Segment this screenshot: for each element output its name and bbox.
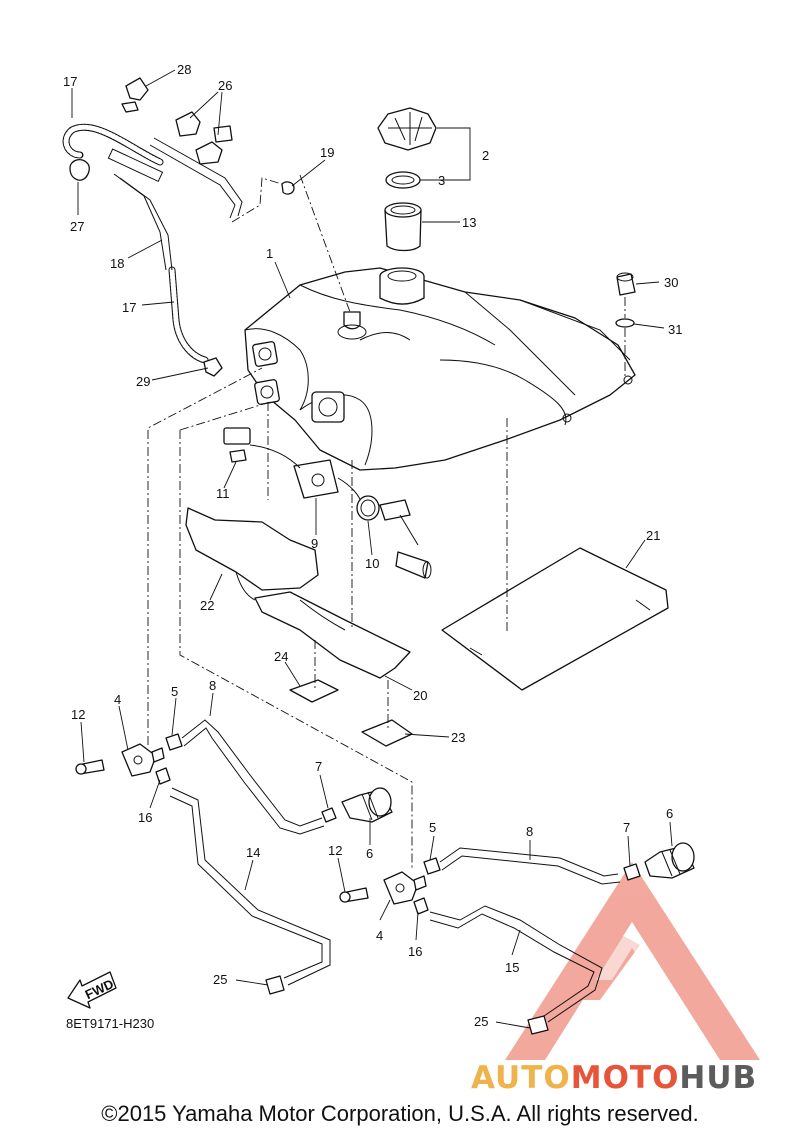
callout-27: 27 <box>70 219 84 234</box>
callout-18: 18 <box>110 256 124 271</box>
vent-hose <box>62 123 286 364</box>
diagram-reference-code: 8ET9171-H230 <box>66 1016 154 1031</box>
heat-protector-20 <box>254 591 411 679</box>
callout-22: 22 <box>200 598 214 613</box>
callout-5-right: 5 <box>429 820 436 835</box>
callout-9: 9 <box>311 536 318 551</box>
callout-12-right: 12 <box>328 843 342 858</box>
callout-20: 20 <box>413 688 427 703</box>
hose-clamps <box>69 77 295 377</box>
fuel-tank <box>244 267 636 471</box>
cap-gasket <box>385 171 421 189</box>
watermark-hub: HUB <box>679 1060 757 1096</box>
callout-numbers: 1 2 3 13 19 28 26 17 27 18 17 29 30 31 1… <box>63 62 682 1029</box>
callout-7-left: 7 <box>315 759 322 774</box>
fuel-cap <box>377 107 437 151</box>
copyright-notice: ©2015 Yamaha Motor Corporation, U.S.A. A… <box>101 1101 699 1126</box>
callout-2: 2 <box>482 148 489 163</box>
fuel-hose-8-right <box>439 847 621 885</box>
callout-3: 3 <box>438 173 445 188</box>
callout-1: 1 <box>266 246 273 261</box>
fuel-sender-unit <box>223 427 432 579</box>
watermark-auto: AUTO <box>471 1060 571 1096</box>
callout-26: 26 <box>218 78 232 93</box>
pump-flange-right <box>311 391 345 423</box>
callout-21: 21 <box>646 528 660 543</box>
fuel-hose-15 <box>429 905 603 1035</box>
svg-text:AUTOMOTOHUB: AUTOMOTOHUB <box>471 1060 757 1096</box>
callout-4-right: 4 <box>376 928 383 943</box>
watermark-moto: MOTO <box>571 1060 680 1096</box>
fuel-filter-right <box>623 842 695 881</box>
fwd-arrow-icon: FWD <box>67 971 117 1009</box>
callout-24: 24 <box>274 649 288 664</box>
collar-and-washer <box>615 272 636 378</box>
callout-6-left: 6 <box>366 846 373 861</box>
fuel-filter-left <box>321 787 393 823</box>
callout-6-right: 6 <box>666 806 673 821</box>
fuel-hose-14 <box>169 787 331 995</box>
tank-guard-21 <box>441 547 669 691</box>
watermark-text: AUTOMOTOHUB <box>471 1060 757 1096</box>
callout-19: 19 <box>320 145 334 160</box>
callout-31: 31 <box>668 322 682 337</box>
callout-16-left: 16 <box>138 810 152 825</box>
callout-10: 10 <box>365 556 379 571</box>
callout-29: 29 <box>136 374 150 389</box>
callout-13: 13 <box>462 215 476 230</box>
fuel-strainer <box>384 202 422 252</box>
callout-7-right: 7 <box>623 820 630 835</box>
callout-23: 23 <box>451 730 465 745</box>
callout-8-right: 8 <box>526 824 533 839</box>
pad-23 <box>361 719 413 747</box>
pad-24 <box>289 679 339 703</box>
callout-8-left: 8 <box>209 678 216 693</box>
callout-14: 14 <box>246 845 260 860</box>
callout-17-bottom: 17 <box>122 300 136 315</box>
callout-11: 11 <box>216 486 230 501</box>
heat-protector-22 <box>185 507 319 601</box>
pump-flange-left <box>252 341 280 405</box>
callout-16-right: 16 <box>408 944 422 959</box>
callout-17-top: 17 <box>63 74 77 89</box>
fuel-cock-right <box>339 857 441 915</box>
callout-4-left: 4 <box>114 692 121 707</box>
callout-30: 30 <box>664 275 678 290</box>
callout-15: 15 <box>505 960 519 975</box>
callout-25-right: 25 <box>474 1014 488 1029</box>
callout-5-left: 5 <box>171 684 178 699</box>
fuel-hose-8-left <box>181 719 325 835</box>
leader-lines <box>71 69 673 1029</box>
svg-text:FWD: FWD <box>83 976 116 1002</box>
watermark-logo-icon <box>505 862 760 1060</box>
fuel-cock-left <box>75 733 183 785</box>
assembly-lines <box>147 174 508 870</box>
callout-28: 28 <box>177 62 191 77</box>
callout-12-left: 12 <box>71 707 85 722</box>
callout-25-left: 25 <box>213 972 227 987</box>
